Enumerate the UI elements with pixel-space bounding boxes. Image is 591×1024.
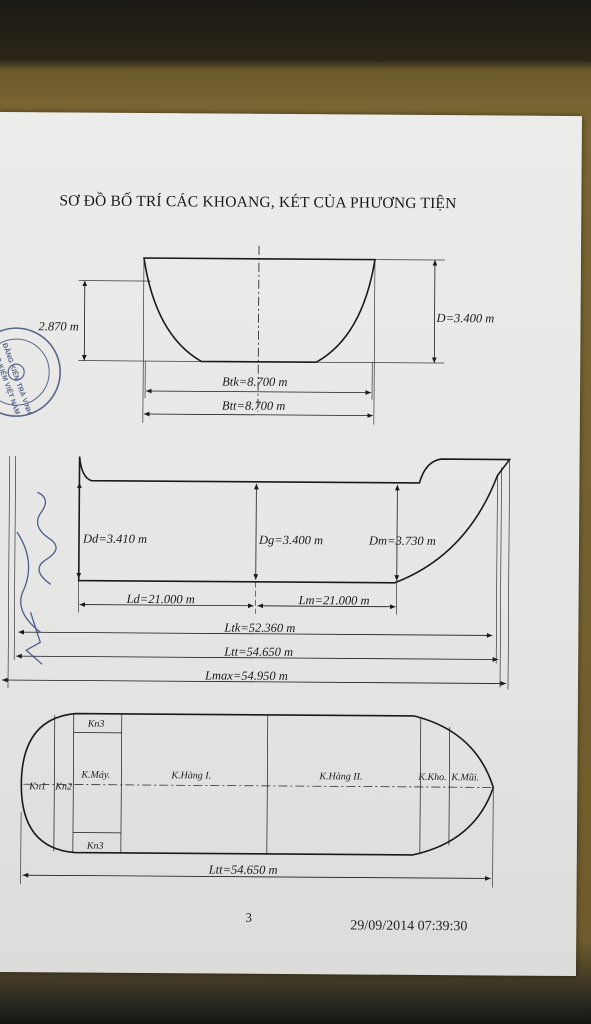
label-dg: Dg=3.400 m: [258, 533, 323, 547]
label-kn1: Kn1: [28, 781, 46, 792]
dim-line-dd: [76, 482, 82, 579]
label-dm: Dm=3.730 m: [368, 534, 436, 548]
page-number: 3: [245, 909, 252, 925]
photo-timestamp: 29/09/2014 07:39:30: [350, 918, 468, 935]
cross-section: [78, 245, 445, 425]
label-lmax: Lmax=54.950 m: [204, 668, 288, 683]
label-kn3-bottom: Kn3: [86, 841, 104, 852]
dim-line-ltk: [18, 629, 493, 638]
dim-line-dg: [253, 483, 259, 580]
dim-line-depth-left: [81, 280, 88, 361]
label-k-kho: K.Kho.: [417, 772, 446, 783]
document-page: SƠ ĐỒ BỐ TRÍ CÁC KHOANG, KÉT CỦA PHƯƠNG …: [0, 112, 582, 977]
label-btt: Btt=8.700 m: [222, 399, 285, 413]
label-depth-left: 2.870 m: [38, 319, 78, 333]
label-k-may: K.Máy.: [80, 770, 110, 781]
dim-line-lm: [257, 603, 396, 610]
label-ltt: Ltt=54.650 m: [223, 645, 293, 659]
dim-line-btk: [146, 388, 372, 395]
dim-line-depth-right: [431, 260, 438, 364]
vessel-drawing: 2.870 m D=3.400 m Btk=8.700 m Btt=8.700 …: [0, 245, 512, 888]
label-kn2: Kn2: [54, 781, 72, 792]
label-k-mui: K.Mũi.: [450, 772, 479, 783]
side-profile: [2, 456, 512, 690]
official-stamp: ĐĂNG KIỂM VIỆT NAM ĐĂNG KIỂM TRÀ VINH: [0, 327, 61, 417]
dim-line-btt: [143, 411, 373, 418]
label-k-hang-1: K.Hàng I.: [170, 770, 211, 781]
label-kn3-top: Kn3: [87, 719, 105, 730]
signature: [16, 491, 57, 665]
label-btk: Btk=8.700 m: [222, 375, 287, 389]
label-lm: Lm=21.000 m: [298, 593, 370, 608]
dim-line-ltt: [16, 653, 499, 662]
dim-line-ld: [79, 602, 254, 609]
label-plan-ltt: Ltt=54.650 m: [208, 862, 278, 876]
label-k-hang-2: K.Hàng II.: [318, 771, 362, 782]
plan-view: [20, 712, 495, 888]
dim-line-dm: [394, 484, 400, 581]
plan-centerline: [23, 783, 494, 788]
label-dd: Dd=3.410 m: [82, 532, 147, 546]
dim-line-plan-ltt: [22, 872, 491, 881]
label-ld: Ld=21.000 m: [126, 592, 195, 606]
hull-profile-outline: [77, 456, 512, 584]
label-ltk: Ltk=52.360 m: [223, 621, 295, 636]
hull-section-outline: [143, 257, 376, 364]
dim-line-lmax: [2, 677, 507, 686]
hull-plan-outline: [20, 712, 495, 856]
label-depth-right: D=3.400 m: [436, 311, 495, 325]
section-centerline: [257, 245, 260, 412]
